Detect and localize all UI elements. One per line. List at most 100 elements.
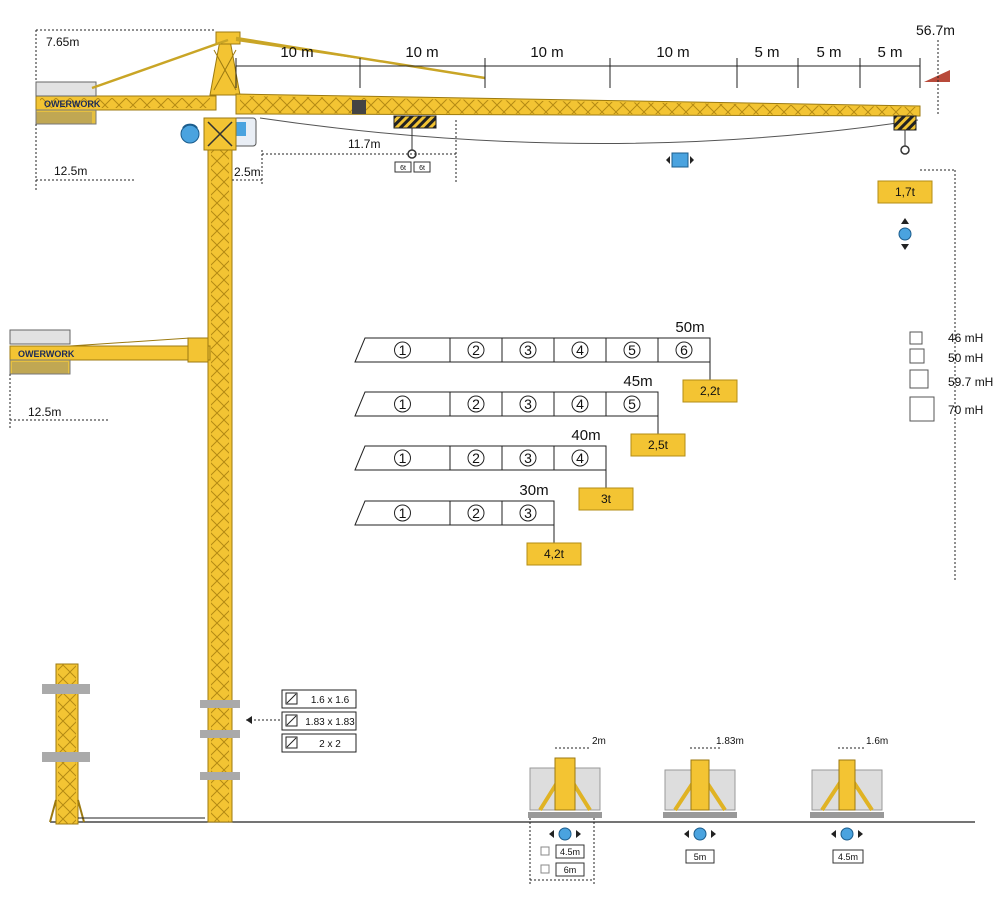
height-option: 70 mH: [948, 403, 983, 417]
mast-section-size: 1.83 x 1.83: [305, 717, 355, 728]
jib-section-number: 2: [472, 396, 480, 412]
counterjib-brand-top: OWERWORK: [44, 99, 101, 109]
hook-tag: [394, 161, 412, 173]
min-radius-label: 11.7m: [348, 137, 380, 151]
base-option: 5m: [694, 852, 707, 862]
jib-section-circle: [675, 341, 693, 359]
mast-section-size: 2 x 2: [319, 739, 341, 750]
base-frame: [663, 759, 737, 818]
jib-length-label: 50m: [675, 319, 704, 336]
jib-segment-label: 10 m: [405, 44, 438, 61]
tip-load-box: [877, 180, 933, 204]
base-move-icon: [549, 827, 863, 841]
jib-section-circle: [519, 504, 537, 522]
jib-section-circle: [467, 504, 485, 522]
height-option: 50 mH: [948, 351, 983, 365]
jib-length-label: 30m: [519, 482, 548, 499]
jib-segment-label: 5 m: [816, 44, 841, 61]
jib-section-circle: [519, 449, 537, 467]
jib-section-circle: [571, 395, 589, 413]
jib-section-number: 3: [524, 505, 532, 521]
jib-section-number: 4: [576, 396, 584, 412]
counter-jib: [35, 38, 229, 125]
jib-section-number: 2: [472, 450, 480, 466]
jib-section-circle: [394, 395, 411, 413]
base-mast-width: 2m: [592, 736, 606, 747]
counterjib-length-top: 12.5m: [54, 164, 87, 178]
jib-load-box: [578, 487, 634, 511]
counter-jib-alt: [9, 329, 211, 375]
hook-tag-label: 6t: [419, 165, 425, 172]
jib-section-number: 3: [524, 342, 532, 358]
jib-load-label: 4,2t: [544, 547, 565, 561]
mast-section-size: 1.6 x 1.6: [311, 695, 350, 706]
jib-section-circle: [519, 341, 537, 359]
jib-segment-label: 10 m: [656, 44, 689, 61]
jib-segment-label: 5 m: [754, 44, 779, 61]
counterjib-brand-alt: OWERWORK: [18, 349, 75, 359]
jib-section-number: 1: [399, 450, 407, 466]
height-top-label: 7.65m: [46, 35, 79, 49]
base-option: 4.5m: [838, 852, 858, 862]
jib-section-circle: [519, 395, 537, 413]
hoist-updown-icon: [898, 218, 912, 250]
jib-section-circle: [467, 449, 485, 467]
base-option-boxes: [540, 844, 864, 877]
base-option: 4.5m: [560, 847, 580, 857]
tip-height-label: 56.7m: [916, 22, 955, 38]
jib-config-row: [354, 500, 555, 526]
counterjib-length-mid: 12.5m: [28, 405, 61, 419]
jib-section-number: 5: [628, 396, 636, 412]
jib-section-circle: [467, 395, 485, 413]
tower-offset-label: 2.5m: [234, 165, 261, 179]
jib-section-number: 4: [576, 450, 584, 466]
jib-config-row: [354, 391, 659, 417]
hook-tag-label: 6t: [400, 165, 406, 172]
jib-load-box: [630, 433, 686, 457]
climbing-frame: [42, 663, 205, 825]
jib-load-box: [682, 379, 738, 403]
slew-rotation-icon: [180, 123, 200, 144]
jib-section-circle: [394, 504, 411, 522]
tip-load-label: 1,7t: [895, 185, 916, 199]
hook-tag: [413, 161, 431, 173]
base-mast-width: 1.6m: [866, 736, 888, 747]
jib-section-number: 1: [399, 342, 407, 358]
jib-config-row: [354, 445, 607, 471]
height-legend: [909, 331, 935, 422]
jib-section-number: 4: [576, 342, 584, 358]
jib-segment-label: 10 m: [530, 44, 563, 61]
jib-length-label: 45m: [623, 373, 652, 390]
trolley-move-icon: [666, 152, 694, 168]
jib-section-circle: [571, 449, 589, 467]
main-jib: [235, 36, 950, 159]
jib-config-row: [354, 337, 711, 363]
jib-section-number: 5: [628, 342, 636, 358]
base-frame: [528, 757, 602, 818]
main-tower: [200, 31, 257, 823]
jib-load-label: 2,2t: [700, 384, 721, 398]
jib-section-number: 6: [680, 342, 688, 358]
jib-section-circle: [467, 341, 485, 359]
jib-load-box: [526, 542, 582, 566]
jib-section-circle: [394, 449, 411, 467]
jib-load-label: 2,5t: [648, 438, 669, 452]
jib-section-number: 3: [524, 396, 532, 412]
jib-section-number: 1: [399, 396, 407, 412]
base-option: 6m: [564, 865, 577, 875]
jib-section-number: 2: [472, 505, 480, 521]
height-option: 59.7 mH: [948, 375, 993, 389]
jib-section-number: 2: [472, 342, 480, 358]
jib-section-circle: [623, 395, 641, 413]
jib-section-circle: [623, 341, 641, 359]
jib-segment-label: 5 m: [877, 44, 902, 61]
jib-segment-label: 10 m: [280, 44, 313, 61]
base-frame: [810, 759, 884, 818]
jib-section-circle: [394, 341, 411, 359]
jib-section-number: 1: [399, 505, 407, 521]
height-option: 46 mH: [948, 331, 983, 345]
jib-load-label: 3t: [601, 492, 612, 506]
jib-section-circle: [571, 341, 589, 359]
